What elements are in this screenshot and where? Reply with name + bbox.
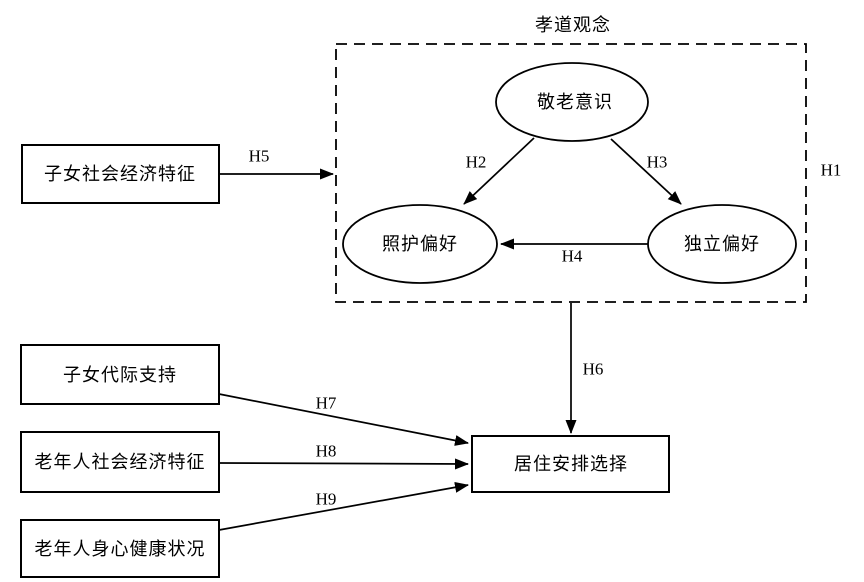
label-elderly-health: 老年人身心健康状况 [34, 539, 206, 559]
box-elderly-ses [20, 431, 220, 493]
arrow-h2 [463, 137, 535, 205]
box-elderly-health [20, 519, 220, 578]
box-living-arrangement-choice [471, 435, 670, 493]
label-living-arrangement-choice: 居住安排选择 [514, 454, 628, 474]
ellipse-respect-elderly [495, 62, 649, 142]
arrow-h7 [218, 393, 469, 446]
label-h9: H9 [315, 489, 337, 509]
box-children-intergenerational-support [20, 344, 220, 405]
label-independence-preference: 独立偏好 [684, 234, 760, 254]
label-h5: H5 [248, 146, 270, 166]
label-elderly-ses: 老年人社会经济特征 [34, 452, 206, 472]
label-h4: H4 [561, 246, 583, 266]
filial-piety-dashed-frame [335, 43, 807, 303]
label-care-preference: 照护偏好 [382, 234, 458, 254]
ellipse-care-preference [342, 204, 498, 284]
label-h6: H6 [582, 359, 604, 379]
label-children-ses: 子女社会经济特征 [44, 164, 196, 184]
filial-piety-group-title: 孝道观念 [535, 15, 611, 35]
arrow-h3 [610, 138, 682, 205]
label-h7: H7 [315, 393, 337, 413]
label-h1: H1 [820, 160, 842, 180]
arrow-h8 [218, 458, 469, 470]
label-h8: H8 [315, 441, 337, 461]
label-respect-elderly: 敬老意识 [537, 92, 613, 112]
label-children-intergenerational-support: 子女代际支持 [63, 365, 177, 385]
label-h2: H2 [465, 152, 487, 172]
arrow-h9 [218, 481, 469, 531]
label-h3: H3 [646, 152, 668, 172]
